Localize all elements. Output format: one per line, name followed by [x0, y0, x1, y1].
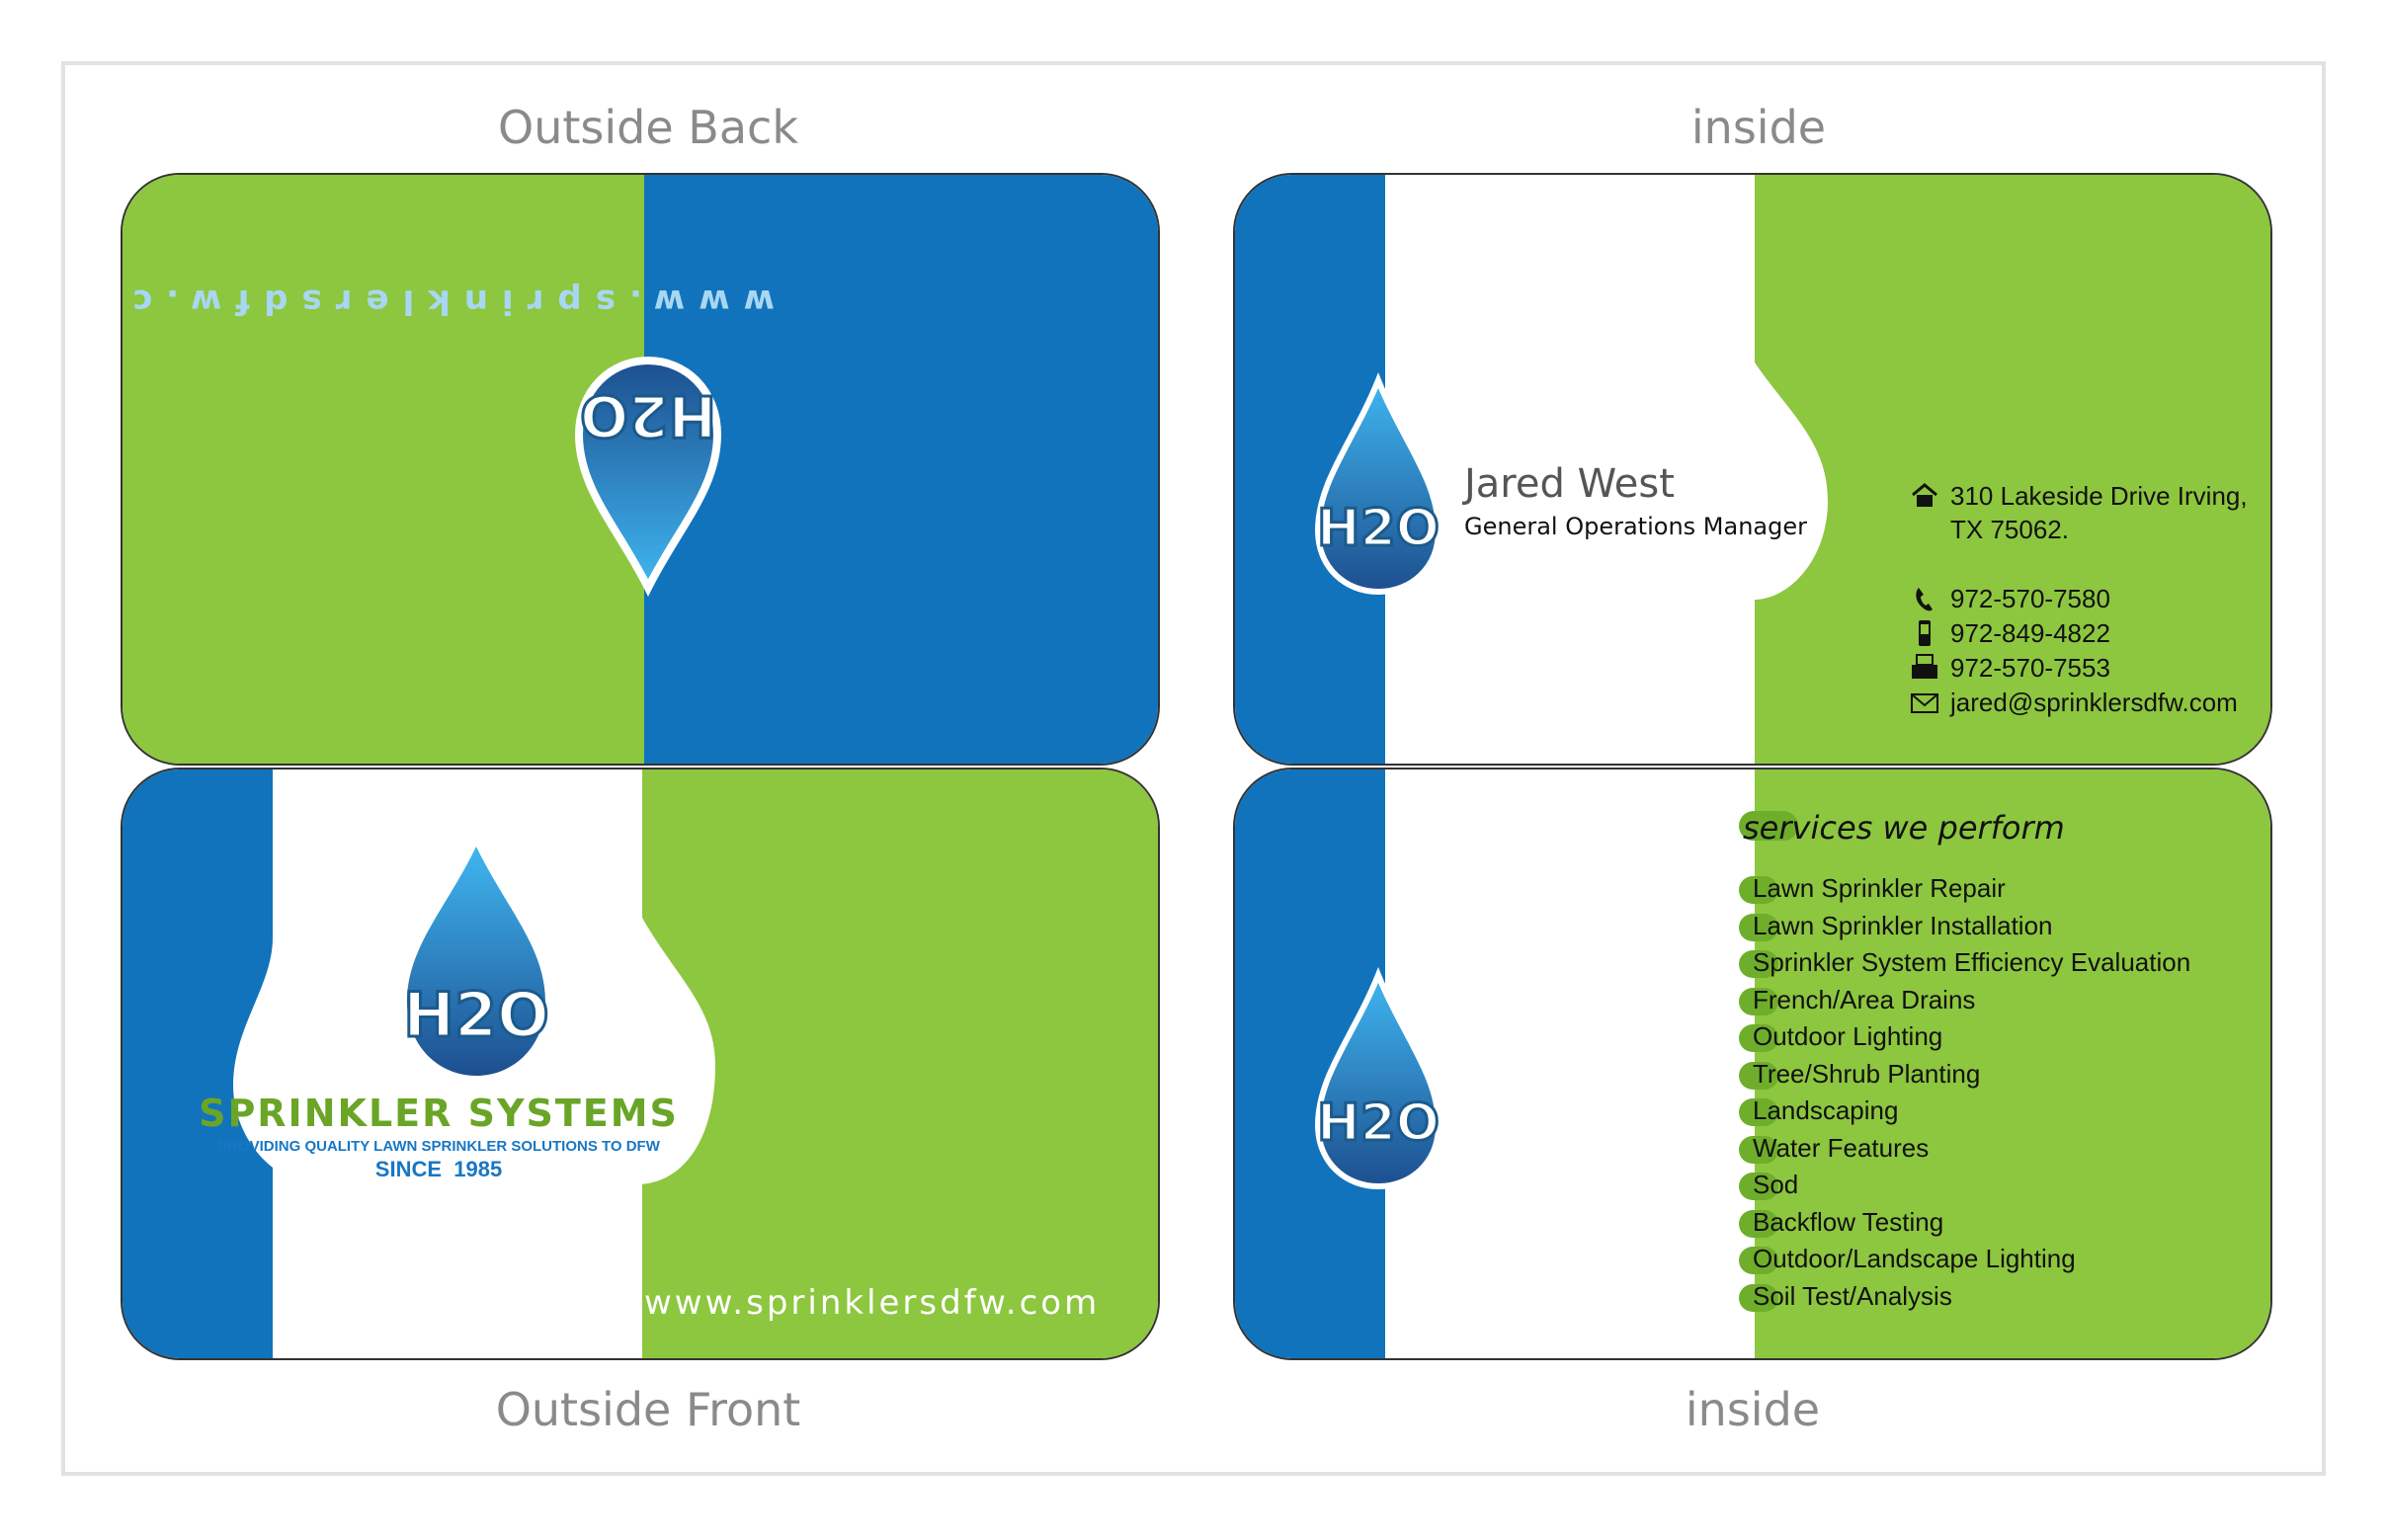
service-item: Backflow Testing [1739, 1204, 2263, 1242]
logo-drop-inverted: H2O [574, 356, 722, 597]
service-item-label: Outdoor/Landscape Lighting [1753, 1244, 2076, 1273]
phone-number: 972-570-7580 [1950, 584, 2110, 613]
service-item-label: Tree/Shrub Planting [1753, 1058, 1981, 1089]
logo-drop: H2O [1314, 966, 1442, 1190]
heading-inside-bottom: inside [1685, 1383, 1821, 1436]
service-item: French/Area Drains [1739, 982, 2263, 1019]
service-item-label: French/Area Drains [1753, 984, 1976, 1014]
fax-number: 972-570-7553 [1950, 653, 2110, 683]
phone-icon [1916, 588, 1933, 611]
service-item: Lawn Sprinkler Repair [1739, 870, 2263, 908]
heading-outside-back: Outside Back [498, 101, 798, 154]
service-item-label: Lawn Sprinkler Installation [1753, 910, 2053, 940]
contact-name: Jared West [1464, 461, 1675, 507]
card-outside-back: www.sprinklersdfw.com H2O [121, 173, 1160, 766]
white-bulge [1385, 175, 1828, 764]
green-panel [1755, 175, 2270, 764]
service-item-label: Backflow Testing [1753, 1206, 1944, 1237]
service-item-label: Lawn Sprinkler Repair [1753, 873, 2006, 903]
service-item: Landscaping [1739, 1093, 2263, 1130]
services-heading-pill [1739, 811, 1798, 841]
card-outside-front: H2O SPRINKLER SYSTEMS PROVIDING QUALITY … [121, 768, 1160, 1360]
heading-outside-front: Outside Front [495, 1383, 801, 1436]
heading-inside-top: inside [1690, 101, 1827, 154]
service-item-label: Sod [1753, 1170, 1799, 1199]
logo-drop: H2O [1314, 371, 1442, 596]
service-item: Water Features [1739, 1130, 2263, 1168]
blue-panel [644, 175, 1158, 764]
logo-text: H2O [403, 979, 549, 1051]
card-inside-services: H2O services we perform Lawn Sprinkler R… [1233, 768, 2272, 1360]
website-link[interactable]: www.sprinklersdfw.com [644, 1283, 1101, 1323]
service-item-label: Soil Test/Analysis [1753, 1280, 1952, 1311]
logo-text: H2O [1317, 1094, 1440, 1153]
service-item: Soil Test/Analysis [1739, 1278, 2263, 1316]
services-heading: services we perform [1743, 809, 2065, 847]
card-inside-contact: H2O Jared West General Operations Manage… [1233, 173, 2272, 766]
service-item-label: Sprinkler System Efficiency Evaluation [1753, 947, 2191, 977]
logo-text: H2O [580, 382, 716, 449]
mobile-number: 972-849-4822 [1950, 618, 2110, 648]
green-panel [1755, 770, 2270, 1358]
brand-tagline: PROVIDING QUALITY LAWN SPRINKLER SOLUTIO… [217, 1138, 660, 1155]
fax-icon [1912, 654, 1937, 679]
contact-title: General Operations Manager [1464, 513, 1807, 540]
service-item: Tree/Shrub Planting [1739, 1056, 2263, 1094]
brand-name: SPRINKLER SYSTEMS [199, 1092, 679, 1135]
brand-since: SINCE 1985 [374, 1157, 503, 1181]
mobile-icon [1919, 620, 1931, 646]
website-mirrored: www.sprinklersdfw.com [123, 282, 775, 321]
service-item: Sod [1739, 1167, 2263, 1204]
contact-details: 310 Lakeside Drive Irving, TX 75062. 972… [1911, 481, 2266, 738]
green-panel [123, 175, 644, 764]
service-item-label: Outdoor Lighting [1753, 1021, 1943, 1051]
email-icon [1911, 693, 1938, 713]
service-item: Lawn Sprinkler Installation [1739, 908, 2263, 945]
address-line2: TX 75062. [1950, 515, 2069, 544]
service-item: Outdoor/Landscape Lighting [1739, 1241, 2263, 1278]
white-bulge [233, 770, 715, 1184]
mouse-icon [610, 1285, 629, 1316]
service-item: Sprinkler System Efficiency Evaluation [1739, 944, 2263, 982]
address-line1: 310 Lakeside Drive Irving, [1950, 481, 2248, 511]
green-panel [642, 770, 1158, 1358]
email-address[interactable]: jared@sprinklersdfw.com [1950, 688, 2238, 717]
logo-text: H2O [1317, 499, 1440, 558]
service-item-label: Landscaping [1753, 1095, 1899, 1125]
service-item: Outdoor Lighting [1739, 1018, 2263, 1056]
service-item-label: Water Features [1753, 1132, 1930, 1163]
home-icon [1912, 483, 1937, 507]
logo-drop: H2O [402, 847, 550, 1076]
